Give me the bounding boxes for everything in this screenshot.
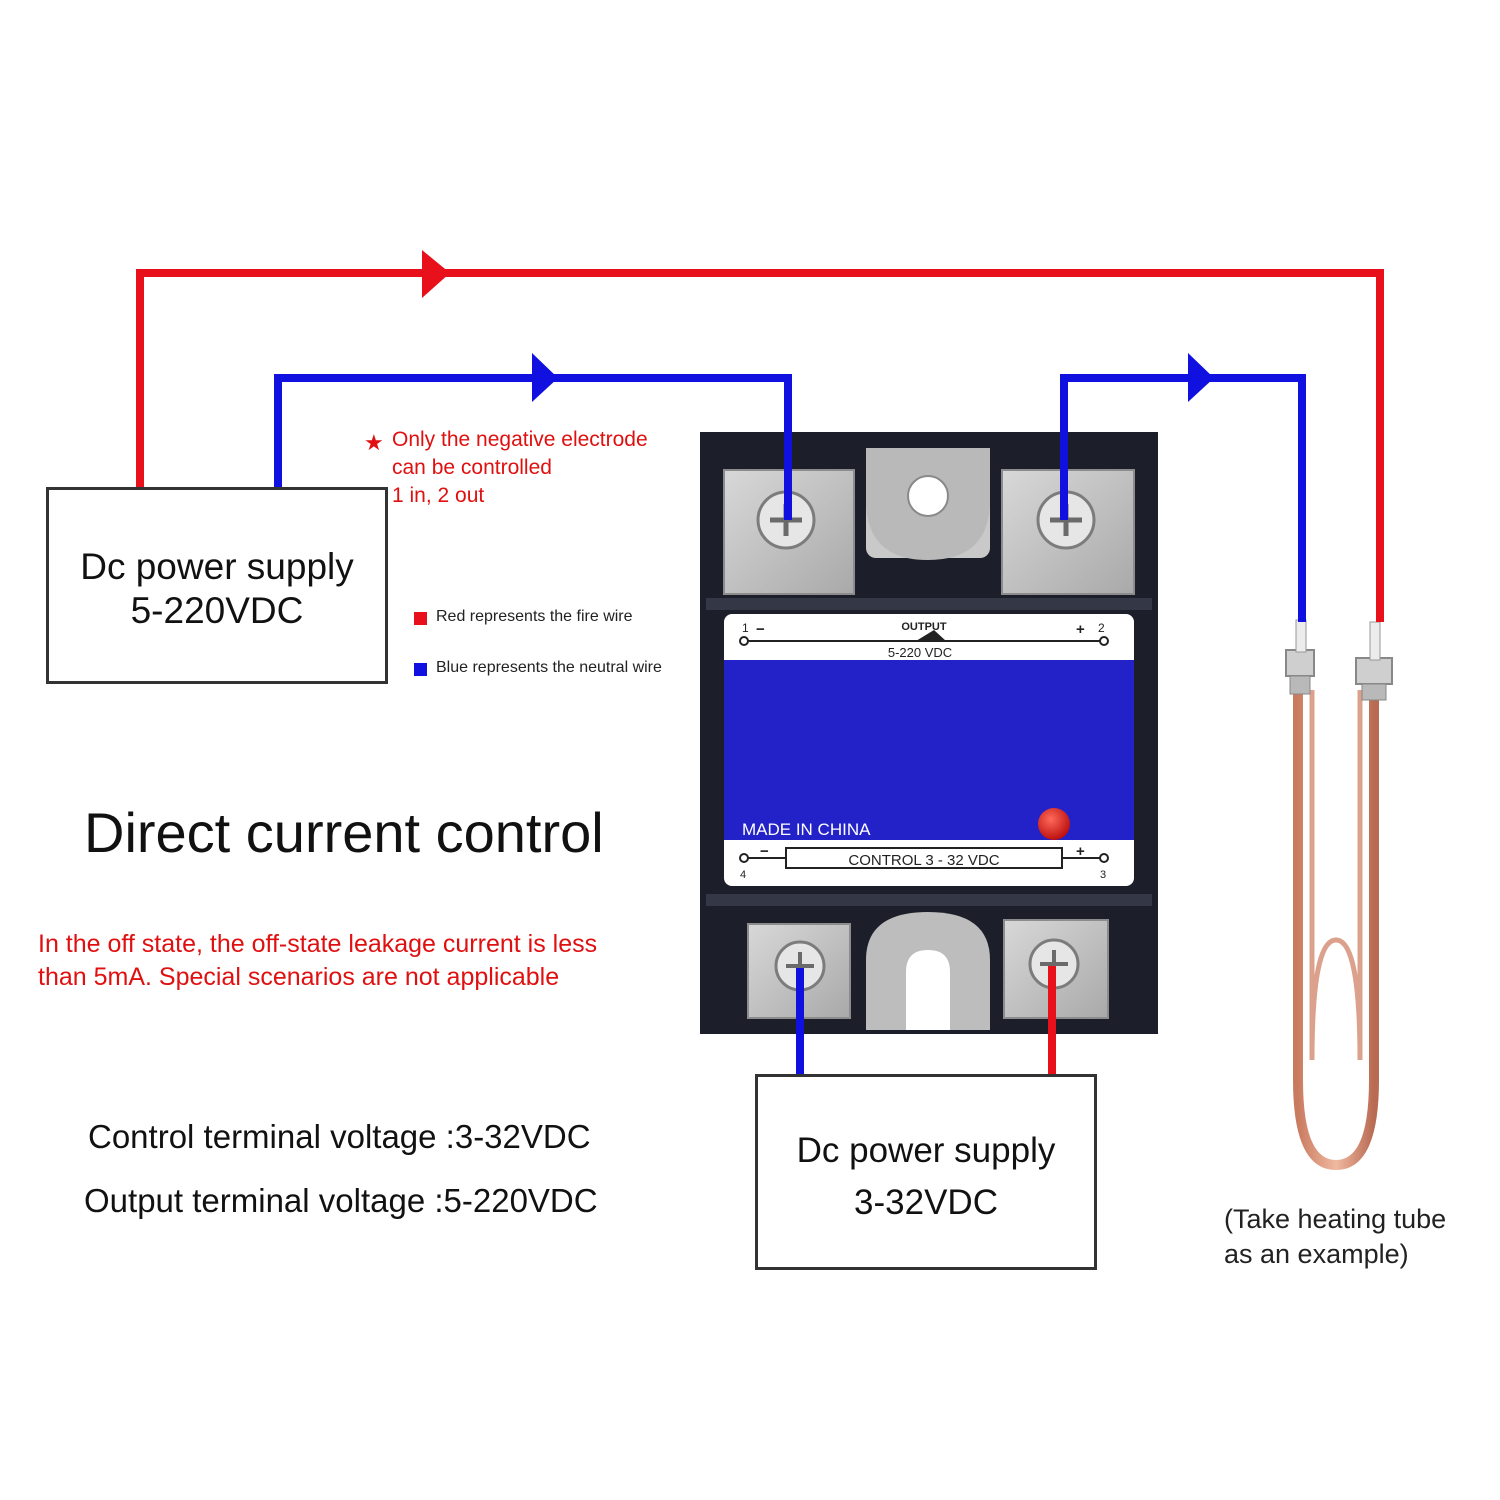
output-voltage: 5-220 VDC	[888, 645, 952, 660]
heating-tube-nut-right	[1355, 657, 1393, 685]
legend-blue-label: Blue represents the neutral wire	[436, 659, 662, 676]
heating-tube-collar-right	[1361, 683, 1387, 701]
control-wires	[796, 966, 1056, 1076]
pin-1-label: 1	[742, 621, 749, 635]
heater-caption-line2: as an example)	[1224, 1239, 1409, 1269]
pin-3-label: 3	[1100, 869, 1106, 881]
blue-wire-terminal-2-to-heater	[1060, 374, 1306, 622]
solid-state-relay: OUTPUT 5-220 VDC 1 − + 2 MADE IN CHINA C…	[700, 432, 1158, 1034]
relay-label-blue	[724, 660, 1134, 840]
output-pin-1-terminal	[739, 636, 749, 646]
red-wire-output-loop	[136, 269, 1384, 622]
control-pin-3-terminal	[1099, 853, 1109, 863]
supply-control-voltage: 3-32VDC	[854, 1183, 998, 1222]
dc-power-supply-control: Dc power supply 3-32VDC	[755, 1074, 1097, 1270]
leakage-note-line2: than 5mA. Special scenarios are not appl…	[38, 963, 560, 991]
pin-4-label: 4	[740, 869, 746, 881]
relay-mount-notch	[906, 950, 950, 1030]
legend-blue-swatch	[414, 663, 427, 676]
relay-cover-ridge-top	[706, 598, 1152, 610]
pin-4-minus: −	[760, 843, 769, 860]
supply-output-voltage: 5-220VDC	[130, 590, 304, 631]
switch-symbol-icon	[916, 630, 946, 641]
relay-cover-ridge-bottom	[706, 894, 1152, 906]
pin-2-plus: +	[1076, 621, 1085, 638]
heating-tube-collar-left	[1289, 675, 1311, 695]
legend-red-label: Red represents the fire wire	[436, 608, 633, 625]
dc-power-supply-output: Dc power supply 5-220VDC	[46, 487, 388, 684]
flow-arrow-icon	[532, 353, 558, 402]
heating-tube	[1285, 619, 1393, 1171]
flow-arrow-icon	[422, 250, 450, 298]
legend-red-swatch	[414, 612, 427, 625]
note-negative-line1: Only the negative electrode	[392, 428, 648, 451]
heating-tube-insulator-right	[1369, 621, 1381, 661]
note-negative-line2: can be controlled	[392, 456, 552, 479]
heating-tube-nut-left	[1285, 649, 1315, 677]
pin-3-plus: +	[1076, 843, 1085, 860]
made-in-label: MADE IN CHINA	[742, 820, 871, 839]
output-label: OUTPUT	[901, 621, 947, 633]
note-negative-line3: 1 in, 2 out	[392, 484, 485, 507]
heating-tube-outer-loop	[1293, 690, 1379, 1171]
heating-tube-insulator-left	[1295, 619, 1307, 653]
pin-1-minus: −	[756, 621, 765, 638]
output-pin-2-terminal	[1099, 636, 1109, 646]
supply-control-title: Dc power supply	[796, 1131, 1056, 1170]
page-title: Direct current control	[84, 801, 604, 864]
heater-caption-line1: (Take heating tube	[1224, 1204, 1447, 1234]
control-label: CONTROL 3 - 32 VDC	[848, 852, 999, 869]
indicator-led	[1038, 808, 1070, 840]
supply-output-title: Dc power supply	[80, 546, 354, 587]
star-icon: ★	[364, 430, 384, 455]
pin-2-label: 2	[1098, 621, 1105, 635]
control-pin-4-terminal	[739, 853, 749, 863]
fire-wire-output	[136, 250, 1384, 622]
neutral-wire-output	[274, 353, 1306, 622]
leakage-note-line1: In the off state, the off-state leakage …	[38, 930, 598, 958]
flow-arrow-icon	[1188, 353, 1214, 402]
relay-mount-hole	[907, 475, 949, 517]
spec-output-voltage: Output terminal voltage :5-220VDC	[84, 1182, 598, 1219]
spec-control-voltage: Control terminal voltage :3-32VDC	[88, 1118, 591, 1155]
control-label-box	[785, 847, 1063, 869]
heating-tube-inner-loop	[1309, 690, 1363, 1061]
